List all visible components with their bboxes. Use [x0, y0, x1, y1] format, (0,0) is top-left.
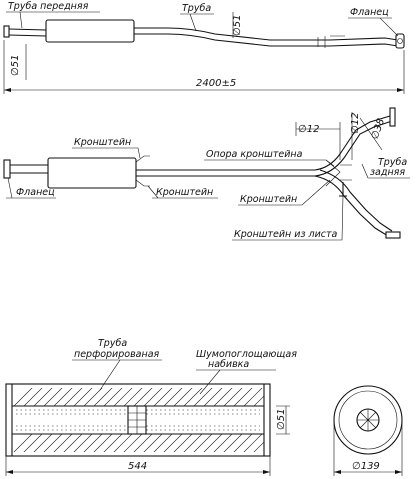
label-bracket-right: Кронштейн: [240, 194, 297, 205]
dim-line-body-dia: [333, 420, 403, 476]
label-perforated-1: Труба: [98, 338, 127, 349]
side-view: ∅12 ∅12 ∅38 Кронштейн Фланец Кронштейн О…: [3, 107, 410, 241]
pipe-top-upper: [134, 27, 399, 41]
rear-flange-upper: [389, 107, 396, 127]
absorbing-hatch-top: [13, 388, 264, 406]
dim-inner-dia: ∅51: [276, 409, 287, 430]
rear-flange-top: [395, 33, 405, 49]
dim-line-section-length: [5, 456, 271, 476]
leader-flange: [348, 17, 399, 37]
dim-d12a: ∅12: [298, 124, 319, 135]
muffler-body-side: [47, 157, 137, 189]
leader-rear-pipe: [361, 163, 410, 179]
label-bracket-support: Опора кронштейна: [206, 149, 303, 160]
dim-d38: ∅38: [369, 117, 387, 141]
absorbing-hatch-bottom: [13, 434, 264, 452]
label-flange-side: Фланец: [16, 187, 55, 198]
baffle-grid: [128, 406, 146, 434]
front-flange-top: [3, 25, 10, 38]
front-flange-side: [3, 159, 11, 179]
rear-pipe-upper-a: [314, 115, 391, 171]
rear-pipe-lower-b: [319, 169, 393, 232]
bracket-support: [325, 159, 352, 187]
section-view: Труба перфорированая Шумопоглощающая наб…: [5, 338, 403, 476]
end-view-baffle: [357, 409, 379, 431]
leader-bracket-support: [204, 159, 335, 167]
dim-line-d12a: [295, 122, 341, 160]
label-sheet-bracket: Кронштейн из листа: [234, 229, 338, 240]
label-pipe: Труба: [182, 3, 211, 14]
leader-front-pipe: [6, 11, 100, 29]
leader-pipe: [180, 13, 214, 32]
dim-line-length: [3, 40, 405, 94]
leader-bracket-right: [238, 179, 331, 206]
label-rear-pipe-2: задняя: [370, 167, 405, 178]
rear-pipe-lower-a: [314, 175, 389, 237]
muffler-body-top: [45, 19, 135, 43]
front-pipe-top: [8, 28, 47, 37]
dim-d12b: ∅12: [350, 113, 361, 134]
leader-bracket-top: [72, 147, 141, 159]
dim-length: 2400±5: [196, 78, 236, 89]
dim-arrows-body-dia: [334, 470, 402, 474]
label-absorbing-1: Шумопоглощающая: [196, 349, 297, 360]
rear-flange-hole: [397, 38, 403, 44]
label-absorbing-2: набивка: [208, 359, 249, 370]
leader-perforated: [72, 359, 162, 391]
label-rear-pipe-1: Труба: [378, 157, 407, 168]
bracket-top: [317, 35, 345, 48]
dim-body-dia: ∅139: [352, 461, 380, 472]
sheet-bracket: [339, 182, 347, 197]
label-front-pipe: Труба передняя: [8, 1, 89, 12]
label-flange-top: Фланец: [350, 7, 389, 18]
label-bracket-top: Кронштейн: [74, 137, 131, 148]
rear-flange-lower: [385, 231, 401, 239]
leader-absorbing: [196, 369, 276, 395]
label-perforated-2: перфорированая: [74, 349, 160, 360]
pipe-top-lower: [134, 33, 399, 47]
mid-pipe-side: [136, 169, 315, 177]
dim-front-dia: ∅51: [10, 55, 21, 76]
dim-line-d38: [359, 117, 383, 151]
top-view: Труба передняя Труба Фланец ∅51 ∅51 2400…: [3, 1, 405, 94]
leader-flange-side: [6, 177, 56, 199]
rear-pipe-upper-b: [314, 120, 393, 177]
dim-section-length: 544: [128, 461, 147, 472]
leader-sheet-bracket: [232, 195, 344, 241]
dim-pipe-dia: ∅51: [232, 15, 243, 36]
front-pipe-side: [10, 164, 48, 174]
muffler-brackets: [135, 155, 150, 187]
label-bracket-mid: Кронштейн: [156, 187, 213, 198]
leader-bracket-mid: [147, 185, 218, 199]
dim-line-inner-dia: [276, 405, 290, 435]
end-view-inner-ring: [338, 390, 398, 450]
